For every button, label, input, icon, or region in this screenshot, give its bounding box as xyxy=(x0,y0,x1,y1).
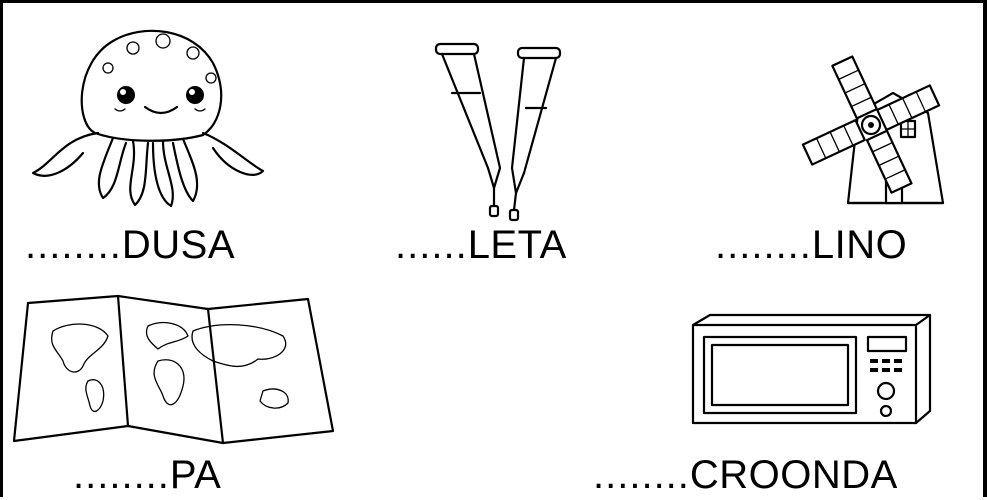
blank-dots: ........ xyxy=(715,223,812,267)
item-jellyfish: ........DUSA xyxy=(3,3,333,273)
word-fragment: DUSA xyxy=(121,223,236,267)
item-map: ........PA xyxy=(3,283,363,500)
item-microwave: ........CROONDA xyxy=(583,283,983,500)
blank-dots: ........ xyxy=(73,453,170,497)
crutches-icon xyxy=(434,42,562,222)
blank-dots: ........ xyxy=(593,453,690,497)
blank-dots: ...... xyxy=(395,223,468,267)
blank-dots: ........ xyxy=(25,223,122,267)
jellyfish-icon xyxy=(31,29,265,208)
word-dusa: ........DUSA xyxy=(25,225,235,265)
microwave-icon xyxy=(691,313,932,425)
word-croonda: ........CROONDA xyxy=(593,455,898,495)
word-fragment: PA xyxy=(169,453,222,497)
word-pa: ........PA xyxy=(73,455,221,495)
word-leta: ......LETA xyxy=(395,225,567,265)
map-icon xyxy=(12,294,335,445)
item-windmill: ........LINO xyxy=(693,3,983,273)
item-crutches: ......LETA xyxy=(373,3,673,273)
word-fragment: LINO xyxy=(811,223,908,267)
windmill-icon xyxy=(801,55,945,205)
word-fragment: CROONDA xyxy=(689,453,898,497)
word-lino: ........LINO xyxy=(715,225,907,265)
word-fragment: LETA xyxy=(467,223,567,267)
